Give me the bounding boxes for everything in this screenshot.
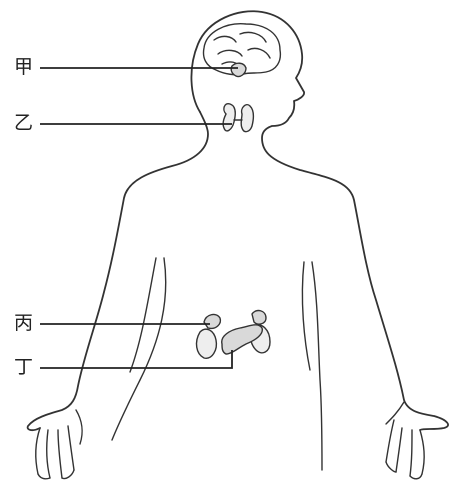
label-bing: 丙 [14, 314, 33, 333]
thyroid [223, 104, 253, 132]
label-yi: 乙 [14, 114, 33, 133]
torso-lines [112, 258, 322, 470]
left-hand [36, 410, 82, 479]
label-jia: 甲 [14, 58, 33, 77]
label-ding: 丁 [14, 358, 33, 377]
